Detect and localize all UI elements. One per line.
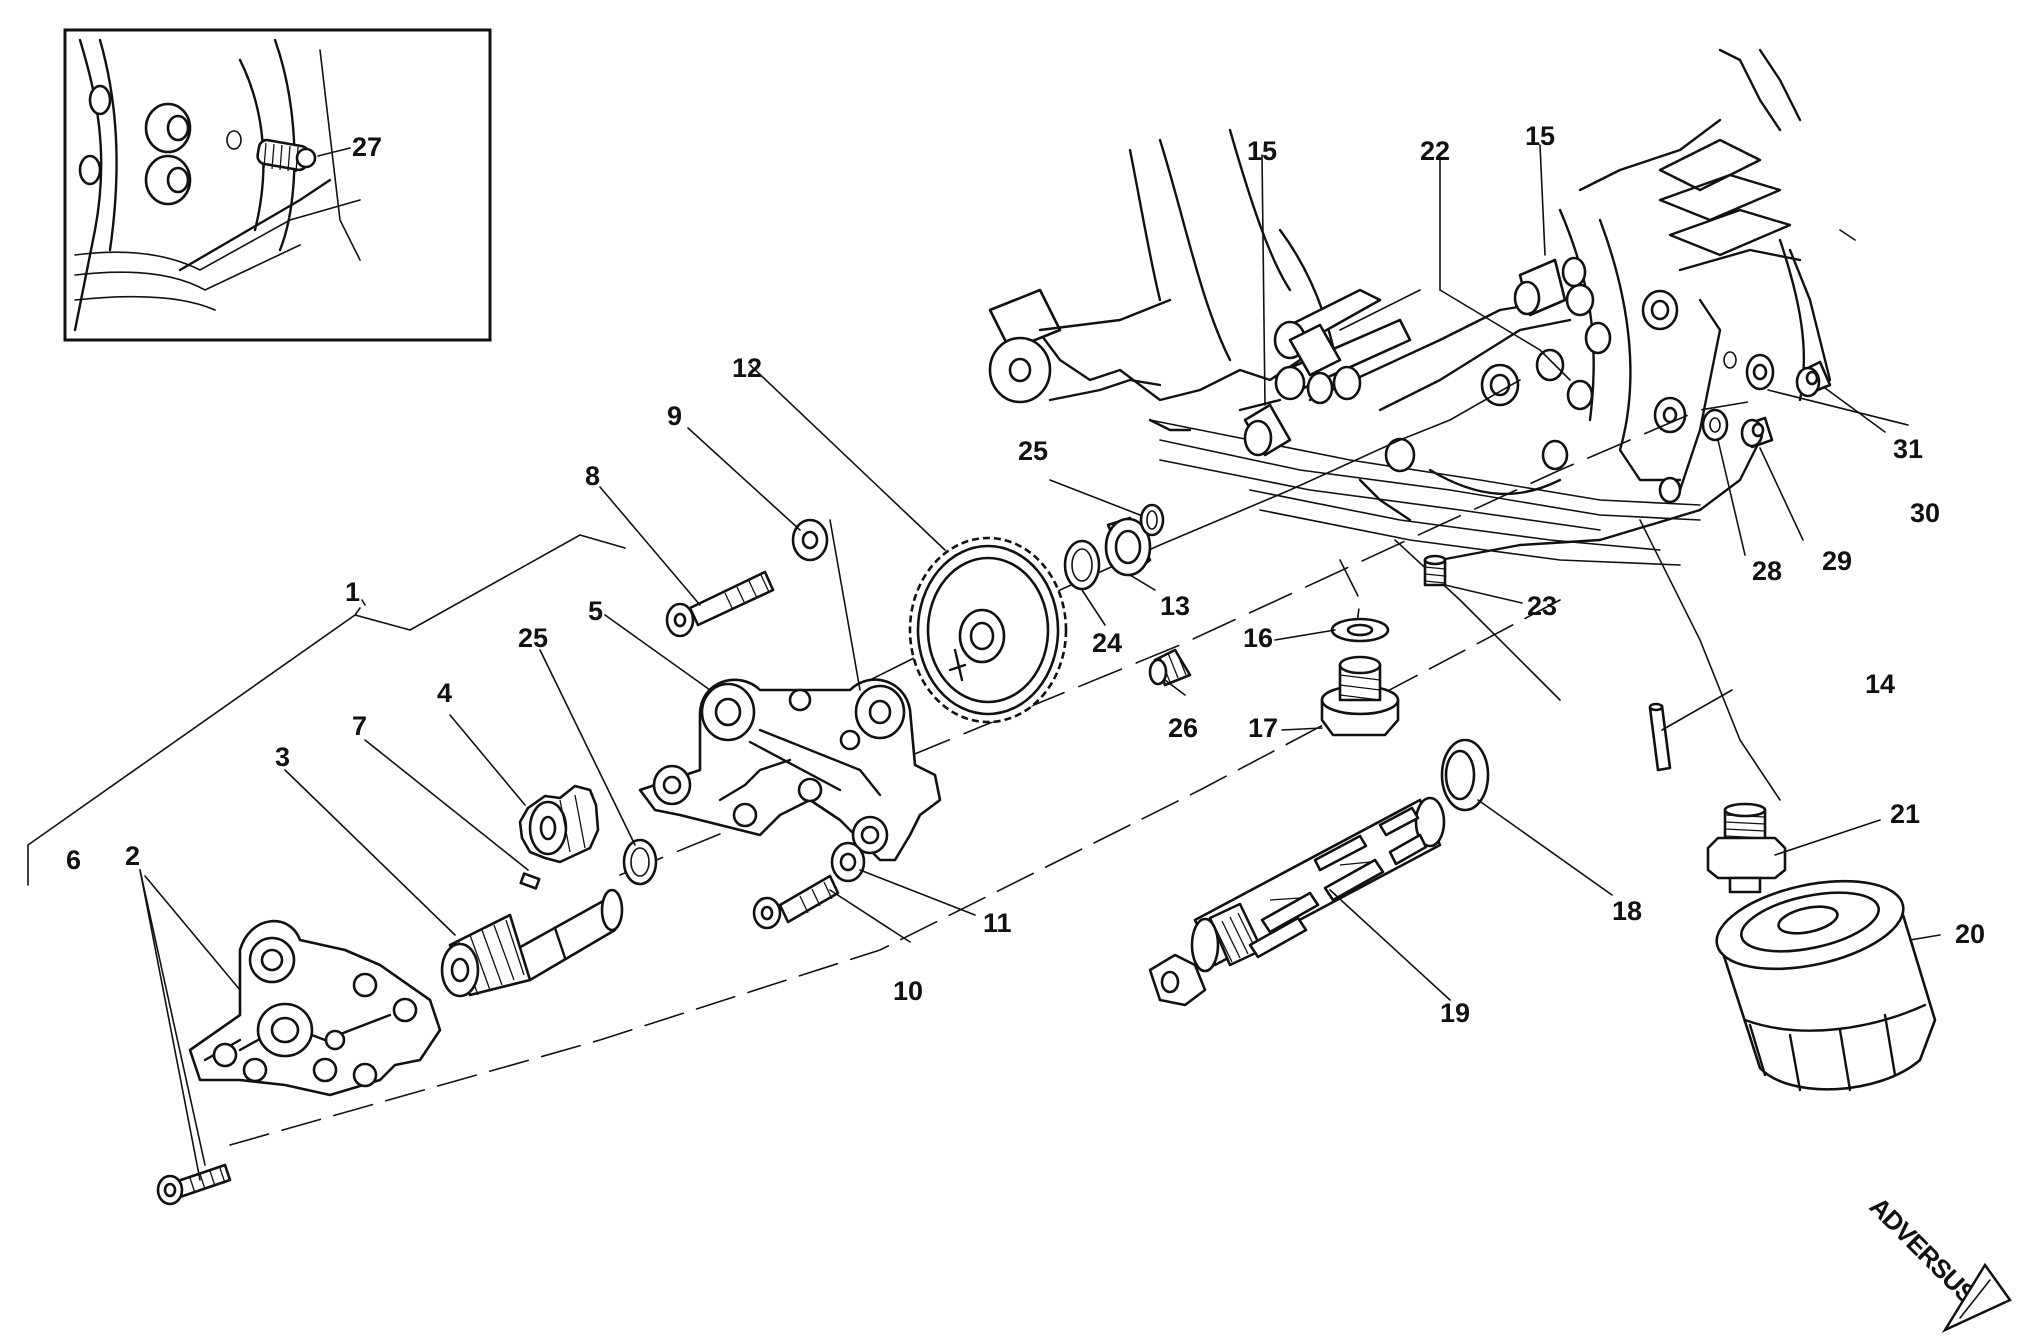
- callout-10: 10: [893, 976, 923, 1006]
- seal-ring-18: [1440, 738, 1490, 812]
- callout-31: 31: [1893, 434, 1923, 464]
- pump-cover-2: [188, 919, 442, 1097]
- crankcase-boss: [988, 288, 1062, 404]
- callout-3: 3: [275, 742, 290, 772]
- washer-9: [791, 518, 829, 562]
- washer-16: [1330, 617, 1390, 643]
- callout-21: 21: [1890, 799, 1920, 829]
- callout-27: 27: [352, 132, 382, 162]
- bolt-6: [156, 1163, 232, 1206]
- circlip-25-upper: [1139, 503, 1165, 537]
- callout-26: 26: [1168, 713, 1198, 743]
- nipple-21: [1706, 802, 1787, 894]
- oil-strainer-19: [1148, 796, 1446, 1007]
- engine-crankcase: [988, 48, 1856, 566]
- washer-28: [1701, 408, 1729, 442]
- callout-30: 30: [1910, 498, 1940, 528]
- watermark-text: ADVERSUS: [1864, 1191, 1982, 1309]
- callout-29: 29: [1822, 546, 1852, 576]
- leader-lines: [139, 144, 1941, 1181]
- callout-19: 19: [1440, 998, 1470, 1028]
- callout-23: 23: [1527, 591, 1557, 621]
- bushing-13: [1104, 516, 1152, 577]
- bolt-8: [665, 570, 775, 638]
- gear-shaft-3: [440, 888, 624, 998]
- callout-6: 6: [66, 845, 81, 875]
- crankcase-bores: [1384, 283, 1737, 504]
- watermark-logo: ADVERSUS: [1864, 1191, 2012, 1333]
- callout-14: 14: [1865, 669, 1895, 699]
- screw-23: [1423, 554, 1447, 587]
- gear-12: [908, 536, 1068, 724]
- callout-13: 13: [1160, 591, 1190, 621]
- callout-24: 24: [1092, 628, 1122, 658]
- pump-body-5: [638, 678, 942, 862]
- callout-22: 22: [1420, 136, 1450, 166]
- inset-detail: 27: [63, 28, 492, 342]
- plug-29: [1740, 416, 1774, 449]
- callout-11: 11: [983, 908, 1012, 938]
- plug-17: [1320, 655, 1400, 737]
- washer-30: [1745, 353, 1775, 391]
- callout-labels: 1 2 3 4 5 6 7 8 9 10 11 12 13 14 15 15 1…: [66, 121, 1985, 1028]
- callout-15-left: 15: [1247, 136, 1277, 166]
- oil-filter-20: [1715, 879, 1937, 1092]
- callout-9: 9: [667, 401, 682, 431]
- callout-8: 8: [585, 461, 600, 491]
- crankcase-bushings: [1243, 256, 1612, 457]
- callout-12: 12: [732, 353, 762, 383]
- callout-16: 16: [1243, 623, 1273, 653]
- bolt-10: [752, 874, 840, 930]
- callout-2: 2: [125, 841, 140, 871]
- pin-14: [1648, 702, 1672, 772]
- callout-17: 17: [1248, 713, 1278, 743]
- callout-5: 5: [588, 596, 603, 626]
- callout-4: 4: [437, 678, 452, 708]
- setscrew-27-part: [256, 138, 317, 173]
- fitting-26: [1148, 648, 1192, 687]
- callout-28: 28: [1752, 556, 1782, 586]
- circlip-24: [1063, 539, 1101, 591]
- callout-25-upper: 25: [1018, 436, 1048, 466]
- callout-20: 20: [1955, 919, 1985, 949]
- callout-25-left: 25: [518, 623, 548, 653]
- direction-arrow-icon: [1941, 1262, 2012, 1333]
- callout-15-right: 15: [1525, 121, 1555, 151]
- washer-11: [830, 841, 866, 883]
- key-7: [519, 872, 541, 890]
- callout-18: 18: [1612, 896, 1642, 926]
- callout-1: 1: [345, 577, 360, 607]
- callout-7: 7: [352, 711, 367, 741]
- bracket-group-1: [27, 534, 626, 886]
- circlip-25-left: [622, 838, 658, 886]
- plug-31: [1795, 360, 1832, 398]
- gear-4: [518, 784, 600, 864]
